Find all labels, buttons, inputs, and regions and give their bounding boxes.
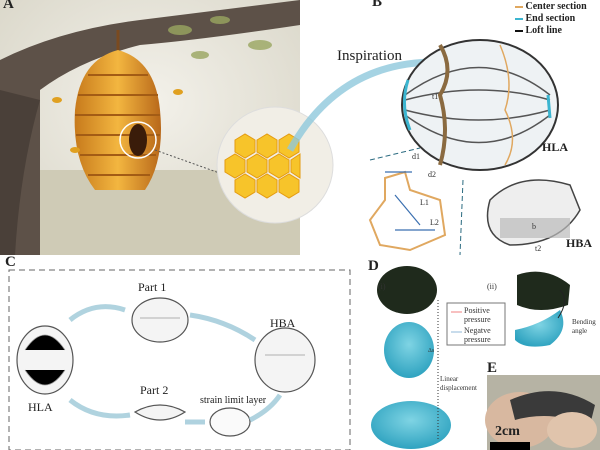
panel-d-label: D — [368, 258, 379, 274]
panel-d-actuators — [371, 266, 570, 449]
scale-bar-label: 2cm — [495, 424, 520, 439]
inspiration-label: Inspiration — [337, 48, 402, 64]
delta-s-label: Δs — [428, 348, 435, 354]
d2-label: d2 — [428, 170, 436, 179]
part2-label: Part 2 — [140, 383, 169, 397]
t2-label: t2 — [535, 244, 542, 253]
beehive-illustration — [0, 0, 334, 255]
strain-label: strain limit layer — [200, 395, 267, 406]
bending-angle-label: Bending angle — [572, 318, 596, 335]
legend-center: Center section — [525, 1, 587, 12]
d-ii-label: (ii) — [487, 282, 497, 291]
panel-a-label: A — [3, 0, 14, 12]
l2-label: L2 — [430, 218, 439, 227]
d-i-label: (i) — [378, 282, 386, 291]
part1-label: Part 1 — [138, 280, 167, 294]
negative-pressure-label: Negatve pressure — [464, 326, 491, 344]
d1-label: d1 — [412, 152, 420, 161]
inspiration-arrow — [286, 58, 441, 152]
c-hba-label: HBA — [270, 316, 296, 330]
positive-pressure-label: Positive pressure — [464, 306, 491, 324]
panel-c-label: C — [5, 254, 16, 270]
hba-actuator — [486, 179, 581, 246]
l1-label: L1 — [420, 198, 429, 207]
panel-c-box — [8, 269, 351, 450]
hexagon-section — [368, 170, 447, 252]
legend-end: End section — [525, 13, 576, 24]
c-hla-label: HLA — [28, 400, 53, 414]
photo-hand — [485, 375, 600, 450]
legend-loft: Loft line — [525, 25, 562, 36]
panel-b-label: B — [372, 0, 383, 10]
panel-e-label: E — [487, 360, 498, 376]
t1-label: t1 — [432, 92, 439, 101]
legend: Center section End section Loft line — [515, 1, 587, 37]
b-label: b — [532, 222, 536, 231]
pressure-legend — [446, 302, 506, 346]
hba-label: HBA — [566, 236, 593, 250]
hla-actuator — [401, 39, 559, 171]
linear-displacement-label: Linear displacement — [440, 375, 477, 392]
hla-label: HLA — [542, 140, 569, 154]
